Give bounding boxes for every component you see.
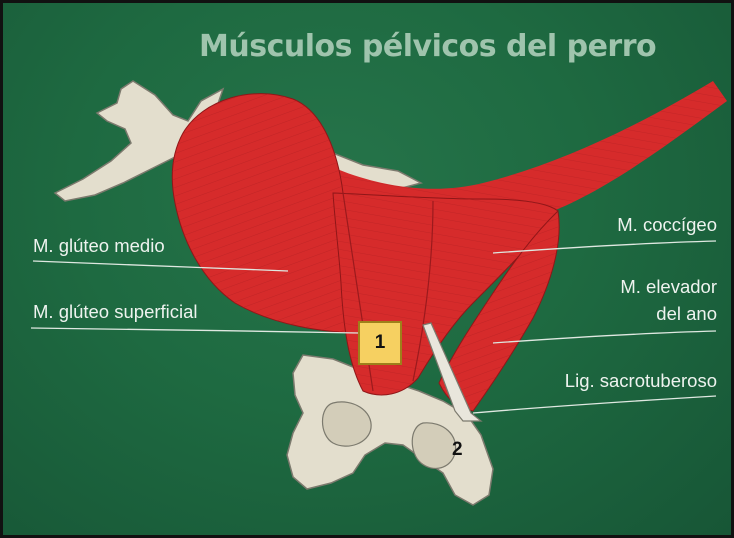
label-gluteo-superficial: M. glúteo superficial bbox=[33, 301, 198, 323]
label-coccigeo: M. coccígeo bbox=[617, 214, 717, 236]
marker-2: 2 bbox=[452, 439, 463, 461]
label-sacrotuberoso: Lig. sacrotuberoso bbox=[565, 370, 717, 392]
label-gluteo-medio: M. glúteo medio bbox=[33, 235, 165, 257]
diagram-board: Músculos pélvicos del perro M. glúteo me… bbox=[3, 3, 731, 535]
marker-1: 1 bbox=[358, 321, 402, 365]
label-elevador-line2: del ano bbox=[656, 303, 717, 325]
pelvis-illustration bbox=[3, 3, 731, 535]
diagram-title: Músculos pélvicos del perro bbox=[199, 29, 656, 64]
label-elevador-line1: M. elevador bbox=[620, 276, 717, 298]
